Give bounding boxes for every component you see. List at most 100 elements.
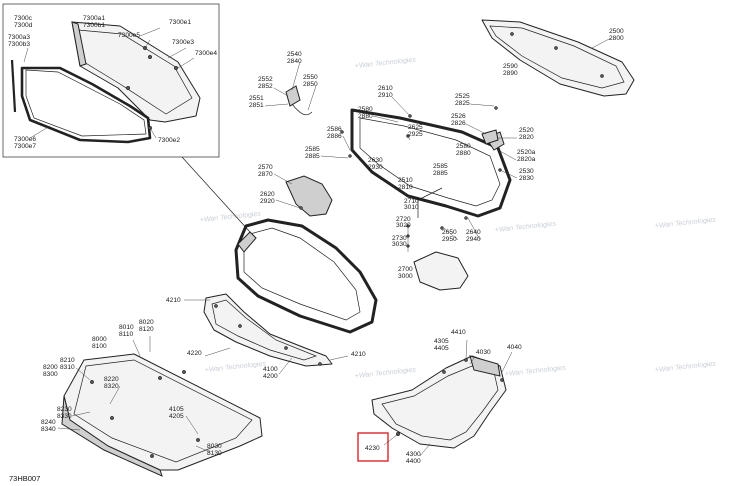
part-label-l8030: 8030 [207, 443, 222, 450]
figure-code: 73HB007 [9, 474, 40, 483]
part-label-l2730: 2730 [392, 235, 407, 242]
part-label-l8020: 8020 [139, 319, 154, 326]
part-label-l2852: 2852 [258, 83, 273, 90]
part-label-l3010: 3010 [404, 204, 419, 211]
part-label-l2570: 2570 [258, 164, 273, 171]
part-label-l7300e3: 7300e3 [172, 39, 194, 46]
part-label-l4105: 4105 [169, 406, 184, 413]
part-label-l4210b: 4210 [351, 351, 366, 358]
part-label-l2890: 2890 [503, 70, 518, 77]
part-label-l4300: 4300 [406, 451, 421, 458]
part-label-l2851: 2851 [249, 102, 264, 109]
part-label-l2590: 2590 [503, 63, 518, 70]
part-label-l2850: 2850 [303, 81, 318, 88]
part-label-l2720: 2720 [396, 216, 411, 223]
part-label-l4220: 4220 [187, 350, 202, 357]
highlight-box [357, 432, 389, 462]
part-label-l7300d: 7300d [14, 22, 33, 29]
part-label-l8240: 8240 [41, 419, 56, 426]
part-label-l7300e6: 7300e6 [14, 136, 36, 143]
part-label-l4200: 4200 [263, 373, 278, 380]
part-label-l2930: 2930 [368, 164, 383, 171]
part-label-l7300e2: 7300e2 [158, 137, 180, 144]
watermark-5: +Wan Technologies [654, 217, 716, 230]
inset-leader [181, 156, 251, 233]
watermark-8: +Wan Technologies [504, 365, 566, 378]
part-label-l4030: 4030 [476, 349, 491, 356]
part-label-l2585b: 2585 [433, 163, 448, 170]
part-label-l2830: 2830 [519, 175, 534, 182]
part-label-l4405: 4405 [434, 345, 449, 352]
part-label-l2520a: 2520a [517, 149, 536, 156]
part-label-l2820: 2820 [519, 134, 534, 141]
part-label-l2840: 2840 [287, 58, 302, 65]
part-label-l8000: 8000 [92, 336, 107, 343]
part-label-l2825: 2825 [455, 100, 470, 107]
front-door-frame [234, 218, 378, 334]
part-label-l7300e4: 7300e4 [195, 50, 217, 57]
part-label-l2540: 2540 [287, 51, 302, 58]
part-label-l2550: 2550 [303, 74, 318, 81]
part-label-l2826: 2826 [451, 120, 466, 127]
watermark-1: +Wan Technologies [354, 57, 416, 70]
part-label-l2940: 2940 [466, 236, 481, 243]
part-label-l7300e1: 7300e1 [169, 19, 191, 26]
part-label-l2551: 2551 [249, 95, 264, 102]
part-label-l7300b3: 7300b3 [8, 41, 30, 48]
part-label-l7300c: 7300c [14, 15, 33, 22]
part-label-l8230: 8230 [57, 406, 72, 413]
part-label-l4100: 4100 [263, 366, 278, 373]
part-label-l8200: 8200 [43, 364, 58, 371]
part-label-l2710: 2710 [404, 198, 419, 205]
part-label-l2925: 2925 [408, 131, 423, 138]
part-label-l8300: 8300 [43, 371, 58, 378]
part-label-l8100: 8100 [92, 343, 107, 350]
part-label-l2586: 2586 [327, 126, 342, 133]
part-label-l2552: 2552 [258, 76, 273, 83]
part-label-l4400: 4400 [406, 458, 421, 465]
part-label-l2500: 2500 [609, 28, 624, 35]
part-label-l2530: 2530 [519, 168, 534, 175]
part-label-l2585a: 2585 [305, 146, 320, 153]
part-label-l3000: 3000 [398, 273, 413, 280]
inset-door-panel [10, 21, 201, 144]
part-label-l2886: 2886 [327, 133, 342, 140]
part-label-l2700: 2700 [398, 266, 413, 273]
part-label-l7300e7: 7300e7 [14, 143, 36, 150]
part-label-l8310: 8310 [60, 364, 75, 371]
part-label-l8210: 8210 [60, 357, 75, 364]
part-label-l2920: 2920 [260, 198, 275, 205]
part-label-l8320: 8320 [104, 383, 119, 390]
part-label-l2880b: 2880 [456, 150, 471, 157]
part-label-l7300e5: 7300e5 [118, 32, 140, 39]
part-label-l2580a: 2580 [358, 106, 373, 113]
part-label-l4040: 4040 [507, 344, 522, 351]
part-label-l2526: 2526 [451, 113, 466, 120]
part-label-l2650: 2650 [442, 229, 457, 236]
highlighted-part-label: 4230 [365, 445, 380, 452]
part-label-l7300a1: 7300a1 [83, 15, 105, 22]
part-label-l3020: 3020 [396, 222, 411, 229]
part-label-l4410: 4410 [451, 329, 466, 336]
upper-hardware [285, 85, 502, 291]
part-label-l2800: 2800 [609, 35, 624, 42]
part-label-l7300a3: 7300a3 [8, 34, 30, 41]
part-label-l4305: 4305 [434, 338, 449, 345]
part-label-l7300b1: 7300b1 [83, 22, 105, 29]
part-label-l2810: 2810 [398, 184, 413, 191]
rear-door-panel [481, 19, 635, 97]
part-label-l3030: 3030 [392, 241, 407, 248]
part-label-l2885b: 2885 [433, 170, 448, 177]
part-label-l2580b: 2580 [456, 143, 471, 150]
watermark-4: +Wan Technologies [494, 221, 556, 234]
part-label-l2885a: 2885 [305, 153, 320, 160]
part-label-l8120: 8120 [139, 326, 154, 333]
rocker-rail [61, 353, 263, 477]
part-label-l2610: 2610 [378, 85, 393, 92]
part-label-l2950: 2950 [442, 236, 457, 243]
watermark-7: +Wan Technologies [354, 367, 416, 380]
part-label-l2625: 2625 [408, 124, 423, 131]
part-label-l2510: 2510 [398, 177, 413, 184]
part-label-l8130: 8130 [207, 450, 222, 457]
